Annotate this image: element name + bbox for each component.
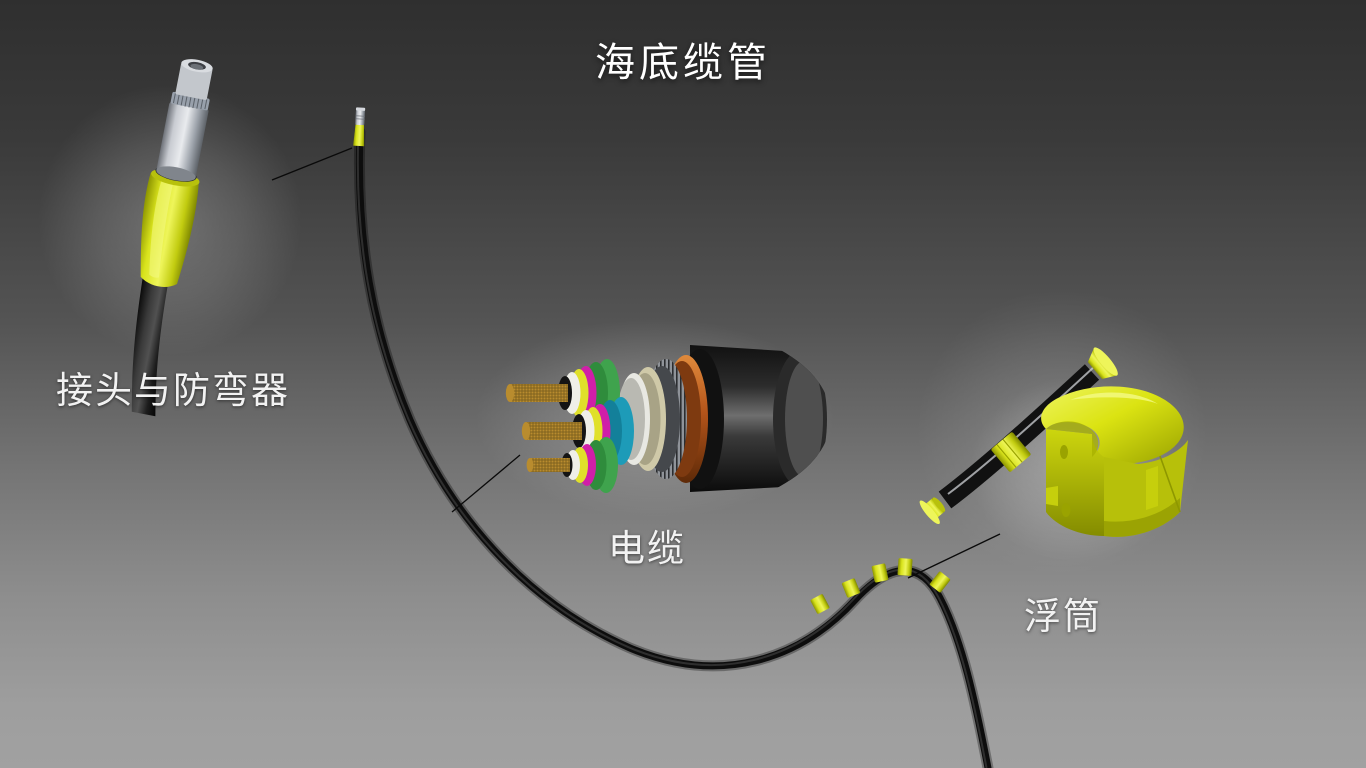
buoyancy-collar xyxy=(929,571,951,593)
buoy-top-face xyxy=(1041,386,1184,464)
inline-connector-cap-icon xyxy=(355,107,366,111)
buoy-side-shadow xyxy=(1104,498,1180,537)
callout-label-connector: 接头与防弯器 xyxy=(56,371,290,412)
inline-bend-restrictor-icon xyxy=(353,123,365,147)
cable-cross-section-icon xyxy=(505,345,827,493)
cable-route-highlight xyxy=(356,130,988,768)
buoy-bolt-hole-upper xyxy=(1060,445,1068,459)
buoy-cable-end-cap-lower xyxy=(919,497,946,525)
buoy-cable-collar-mid xyxy=(991,432,1031,472)
connector-ferrule-shade xyxy=(156,166,196,182)
buoy-front-face xyxy=(1046,429,1104,536)
leader-cable xyxy=(451,454,521,513)
buoyancy-collar xyxy=(871,563,889,583)
inline-connector-metal-icon xyxy=(355,109,366,126)
buoyancy-collar xyxy=(841,578,861,598)
connector-bend-restrictor-icon xyxy=(131,59,213,417)
buoy-bolt-hole-lower xyxy=(1061,503,1071,517)
inline-connector-tip xyxy=(353,107,366,147)
detail-cable-body xyxy=(131,273,169,417)
callout-label-cable: 电缆 xyxy=(608,529,686,570)
bend-restrictor-highlight xyxy=(149,179,174,278)
leader-connector xyxy=(271,147,353,181)
buoy-cable-end-cap-upper xyxy=(1087,347,1118,379)
core-lower xyxy=(526,437,618,493)
connector-ferrule xyxy=(156,101,209,180)
callout-vignettes xyxy=(38,84,1208,576)
page-title: 海底缆管 xyxy=(595,40,771,85)
callout-label-buoy: 浮筒 xyxy=(1024,597,1102,638)
buoy-clamshell-body xyxy=(1041,386,1188,537)
buoyancy-collar xyxy=(897,558,913,576)
buoy-notch-inner xyxy=(1046,421,1099,457)
leader-lines xyxy=(271,147,1001,579)
connector-bore-inner xyxy=(190,63,204,70)
buoy-top-gloss xyxy=(1070,392,1158,404)
main-cable-route xyxy=(353,126,994,768)
buoy-lug-left xyxy=(1046,486,1058,506)
leader-buoy xyxy=(907,533,1001,579)
outer-serving-end-gloss xyxy=(785,361,823,477)
buoyancy-collar xyxy=(810,594,830,614)
buoy-lug-right xyxy=(1146,466,1158,510)
buoyancy-collars xyxy=(810,558,951,614)
buoyancy-module-icon xyxy=(919,347,1188,537)
buoy-split-line xyxy=(1159,455,1181,513)
